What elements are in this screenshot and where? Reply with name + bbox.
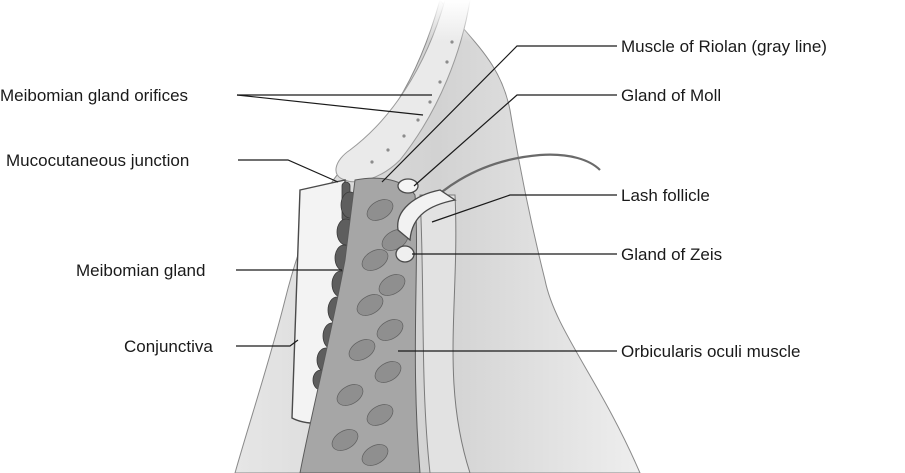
label-orbicularis-oculi: Orbicularis oculi muscle <box>621 342 801 361</box>
label-conjunctiva: Conjunctiva <box>124 337 213 356</box>
dermis-strip <box>419 194 471 473</box>
label-lash-follicle: Lash follicle <box>621 186 710 205</box>
leader-lash <box>431 194 617 223</box>
label-gland-of-zeis: Gland of Zeis <box>621 245 722 264</box>
label-mucocutaneous-junction: Mucocutaneous junction <box>6 151 189 170</box>
label-muscle-of-riolan: Muscle of Riolan (gray line) <box>621 37 827 56</box>
label-meibomian-orifices: Meibomian gland orifices <box>0 86 188 105</box>
gland-of-moll <box>397 178 419 194</box>
leader-riolan <box>381 45 617 183</box>
leader-conjunctiva <box>236 339 299 347</box>
leader-moll <box>413 94 617 187</box>
gland-of-zeis <box>395 245 415 263</box>
label-meibomian-gland: Meibomian gland <box>76 261 205 280</box>
muscle-fibers <box>331 199 409 466</box>
label-gland-of-moll: Gland of Moll <box>621 86 721 105</box>
lash-follicle <box>397 189 457 242</box>
leader-mucocutaneous <box>238 159 339 183</box>
top-fade <box>400 0 540 120</box>
leader-orifices-2 <box>236 94 424 116</box>
